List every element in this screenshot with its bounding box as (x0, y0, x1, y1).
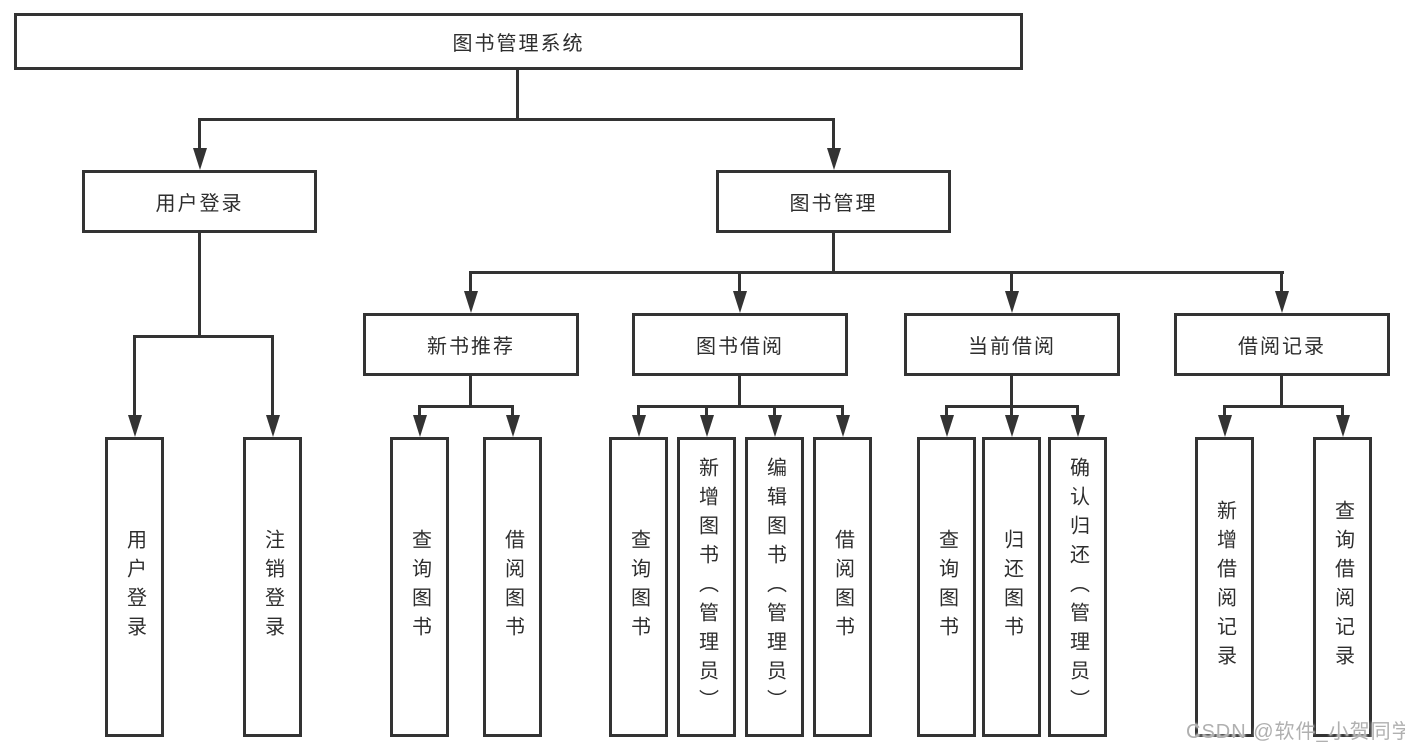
node-new-book-rec-label: 新书推荐 (427, 336, 515, 358)
node-user-login: 用户登录 (82, 170, 317, 233)
arrow-down-icon (1005, 291, 1019, 313)
arrow-down-icon (1071, 415, 1085, 437)
node-current-borrow-label: 当前借阅 (968, 336, 1056, 358)
node-leaf-br-query-record: 查询借阅记录 (1313, 437, 1372, 737)
edge-level1-split (198, 118, 835, 121)
edge-book-mgmt-trunk (832, 233, 835, 274)
edge-root-trunk (516, 70, 519, 120)
node-leaf-nb-borrow-books: 借阅图书 (483, 437, 542, 737)
csdn-watermark: CSDN @软件_小贺同学 (1186, 721, 1405, 743)
arrow-down-icon (768, 415, 782, 437)
edge-level3-split (469, 271, 1284, 274)
node-root-label: 图书管理系统 (452, 33, 585, 55)
edge-borrow-record-split (1223, 405, 1344, 408)
node-leaf-cb-return-books-label: 归还图书 (1000, 529, 1023, 645)
edge-to-current-borrow (1010, 271, 1013, 293)
edge-stub (945, 405, 948, 417)
node-book-mgmt-label: 图书管理 (789, 193, 878, 215)
arrow-down-icon (1218, 415, 1232, 437)
node-leaf-nb-borrow-books-label: 借阅图书 (501, 529, 524, 645)
node-leaf-bb-query-books: 查询图书 (609, 437, 668, 737)
node-borrow-record-label: 借阅记录 (1238, 336, 1326, 358)
arrow-down-icon (940, 415, 954, 437)
arrow-down-icon (733, 291, 747, 313)
node-leaf-br-query-record-label: 查询借阅记录 (1331, 500, 1354, 674)
edge-new-book-rec-trunk (469, 376, 472, 407)
node-leaf-user-login-label: 用户登录 (123, 529, 146, 645)
node-book-borrow-label: 图书借阅 (696, 336, 784, 358)
node-leaf-bb-borrow-books: 借阅图书 (813, 437, 872, 737)
arrow-down-icon (836, 415, 850, 437)
node-root: 图书管理系统 (14, 13, 1023, 70)
node-user-login-label: 用户登录 (155, 193, 244, 215)
edge-stub (418, 405, 421, 417)
edge-stub (1010, 405, 1013, 417)
node-leaf-logout-label: 注销登录 (261, 529, 284, 645)
arrow-down-icon (1275, 291, 1289, 313)
edge-stub (841, 405, 844, 417)
edge-new-book-rec-split (418, 405, 514, 408)
edge-to-user-login-leaf (133, 335, 136, 417)
arrow-down-icon (1336, 415, 1350, 437)
edge-stub (773, 405, 776, 417)
edge-current-borrow-trunk (1010, 376, 1013, 407)
arrow-down-icon (193, 148, 207, 170)
edge-stub (1223, 405, 1226, 417)
node-leaf-br-add-record: 新增借阅记录 (1195, 437, 1254, 737)
node-leaf-bb-add-books: 新增图书（管理员） (677, 437, 736, 737)
arrow-down-icon (700, 415, 714, 437)
edge-stub (705, 405, 708, 417)
edge-to-user-login (198, 118, 201, 150)
arrow-down-icon (128, 415, 142, 437)
edge-book-borrow-split (637, 405, 844, 408)
edge-stub (1076, 405, 1079, 417)
arrow-down-icon (464, 291, 478, 313)
node-leaf-br-add-record-label: 新增借阅记录 (1213, 500, 1236, 674)
edge-to-new-book-rec (469, 271, 472, 293)
edge-to-logout-leaf (271, 335, 274, 417)
node-leaf-nb-query-books-label: 查询图书 (408, 529, 431, 645)
edge-stub (511, 405, 514, 417)
node-leaf-user-login: 用户登录 (105, 437, 164, 737)
node-leaf-bb-edit-books-label: 编辑图书（管理员） (763, 456, 786, 718)
edge-to-book-borrow (738, 271, 741, 293)
edge-book-borrow-trunk (738, 376, 741, 407)
edge-to-borrow-record (1280, 271, 1283, 293)
node-leaf-cb-query-books-label: 查询图书 (935, 529, 958, 645)
node-leaf-cb-query-books: 查询图书 (917, 437, 976, 737)
node-leaf-nb-query-books: 查询图书 (390, 437, 449, 737)
node-book-mgmt: 图书管理 (716, 170, 951, 233)
arrow-down-icon (413, 415, 427, 437)
node-leaf-bb-edit-books: 编辑图书（管理员） (745, 437, 804, 737)
node-leaf-logout: 注销登录 (243, 437, 302, 737)
node-borrow-record: 借阅记录 (1174, 313, 1390, 376)
node-leaf-cb-confirm-return: 确认归还（管理员） (1048, 437, 1107, 737)
node-book-borrow: 图书借阅 (632, 313, 848, 376)
edge-borrow-record-trunk (1280, 376, 1283, 407)
arrow-down-icon (266, 415, 280, 437)
arrow-down-icon (632, 415, 646, 437)
node-leaf-bb-borrow-books-label: 借阅图书 (831, 529, 854, 645)
edge-stub (1341, 405, 1344, 417)
arrow-down-icon (827, 148, 841, 170)
node-leaf-cb-confirm-return-label: 确认归还（管理员） (1066, 456, 1089, 718)
node-new-book-rec: 新书推荐 (363, 313, 579, 376)
edge-user-login-split (133, 335, 274, 338)
edge-user-login-trunk (198, 233, 201, 337)
node-leaf-bb-query-books-label: 查询图书 (627, 529, 650, 645)
node-leaf-bb-add-books-label: 新增图书（管理员） (695, 456, 718, 718)
arrow-down-icon (1005, 415, 1019, 437)
edge-to-book-mgmt (832, 118, 835, 150)
edge-stub (637, 405, 640, 417)
node-leaf-cb-return-books: 归还图书 (982, 437, 1041, 737)
node-current-borrow: 当前借阅 (904, 313, 1120, 376)
arrow-down-icon (506, 415, 520, 437)
